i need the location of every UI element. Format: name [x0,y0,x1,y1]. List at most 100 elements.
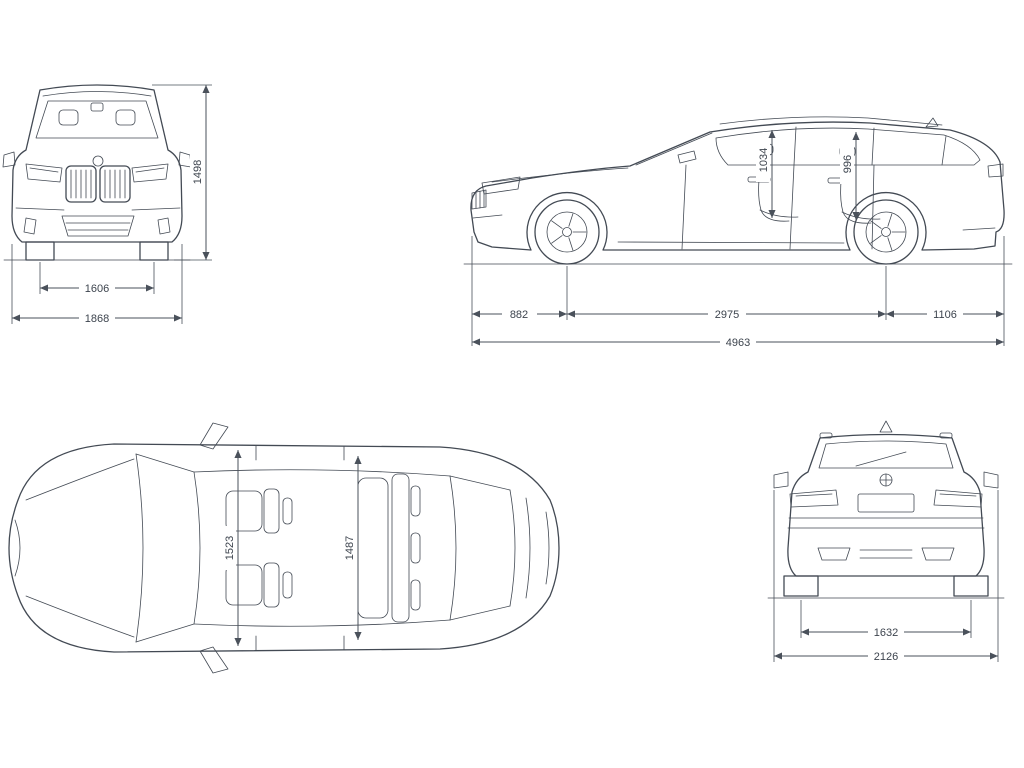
antenna-fin [925,117,939,128]
front-bumper-crease [472,214,503,219]
rear-body-outline [787,433,985,577]
headlight-right [131,163,169,183]
top-car-drawing [8,422,560,674]
rim [865,211,907,253]
front-car-drawing [2,84,192,261]
hood-crease [491,167,629,183]
corner-intake-right [157,217,171,235]
rear-headroom-label: 996 [840,144,854,184]
front-wheel-right [139,241,169,261]
front-grille [471,189,487,210]
a-pillars [135,453,195,643]
dim-label-body-width: 1868 [85,313,109,325]
roof-inner-line [42,91,152,97]
label-bg [756,138,770,182]
seat-back [263,488,280,534]
roof-front-edge [193,471,201,625]
mirror-width-extension-lines [773,490,999,662]
dim-label-height: 1498 [192,160,204,184]
hub [881,227,891,237]
height-dimension-label: 1498 [190,150,204,194]
side-mirror-left [2,151,16,168]
roof-rail-right [939,432,953,439]
label-bg [840,144,854,184]
label-bg [868,625,904,639]
seat-back [263,562,280,608]
headlight-left [25,163,63,183]
mirror-width-label: 2126 [868,649,904,663]
bench-headrest [410,579,421,611]
width-dimension-label: 1868 [79,311,115,325]
dim-label-rear-track: 1632 [874,627,898,639]
dim-label-length: 4963 [726,337,750,349]
rearview-mirror [90,102,104,112]
side-body-outline [470,121,1005,251]
side-mirror-bottom [199,646,229,674]
rear-window [818,440,954,469]
label-bg [190,150,204,194]
door-mirror [677,150,697,164]
kidney-grille-right [99,165,131,203]
track-dimension-label: 1606 [79,281,115,295]
rear-bumper-crease [962,227,996,231]
side-view: 1034 996 882 2975 1106 [463,116,1013,349]
kidney-grille-left [65,165,97,203]
rear-bench [357,473,421,623]
side-car-drawing [463,116,1013,265]
hub [562,227,572,237]
license-plate [857,493,915,513]
tire [534,199,600,265]
side-mirror-right [983,471,999,489]
rear-wheel-left [783,575,819,597]
dim-label-front-headroom: 1034 [758,148,770,172]
exhaust-left [817,547,851,561]
dim-label-width-incl-mirrors: 2126 [874,651,898,663]
headrest-right [115,109,136,126]
bench-headrest [410,532,421,564]
rear-view: 1632 2126 [767,420,1005,663]
side-dimensions: 1034 996 882 2975 1106 [471,130,1005,349]
seat-headrest [282,497,293,525]
front-wheel-left [25,241,55,261]
label-bg [708,307,746,321]
bench-back [391,473,410,623]
door-seam-ticks [255,445,345,651]
seat-base [225,490,263,532]
dim-label-rear-overhang: 1106 [933,309,957,321]
dim-label-rear-shoulder: 1487 [344,536,356,560]
front-dimensions: 1498 1606 1868 [11,84,212,325]
dim-label-wheelbase: 2975 [715,309,739,321]
nose-line [14,519,21,577]
wheelbase-label: 2975 [708,307,746,321]
label-bg [342,526,356,570]
label-bg [79,281,115,295]
diffuser-lines [859,549,913,559]
rear-wiper [855,451,907,467]
corner-intake-left [23,217,37,235]
roof-side-edges [193,469,451,627]
front-seat-right [225,562,293,608]
rear-track-label: 1632 [868,625,904,639]
taillight [987,163,1004,178]
front-headroom-label: 1034 [756,138,770,182]
grille-slats [70,169,126,199]
spokes [551,213,587,251]
front-wheel [534,199,600,265]
windshield-line [635,132,713,166]
overall-length-label: 4963 [720,335,756,349]
rear-car-drawing [767,420,1005,599]
taillight-right [933,489,983,508]
label-bg [502,307,537,321]
side-glass [715,127,981,166]
windshield [35,100,159,139]
d-pillars [449,475,511,621]
rear-wheel-right [953,575,989,597]
front-seat-left [225,488,293,534]
dim-label-front-overhang: 882 [510,309,528,321]
lower-intake [61,215,135,237]
seat-headrest [282,571,293,599]
dim-label-rear-headroom: 996 [842,155,854,173]
cowl-line [135,453,144,643]
front-body-outline [11,84,183,243]
rear-dimensions: 1632 2126 [773,490,999,663]
